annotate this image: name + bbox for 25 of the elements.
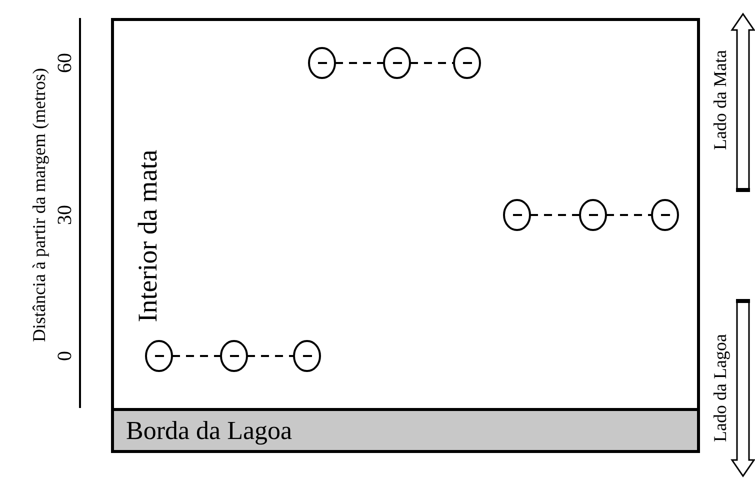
connector-line — [530, 214, 580, 216]
circle-marker — [453, 47, 481, 79]
axis-title: Distância à partir da margem (metros) — [30, 68, 48, 342]
circle-marker — [308, 47, 336, 79]
plot-frame — [111, 18, 700, 453]
circle-marker — [383, 47, 411, 79]
band-label: Borda da Lagoa — [126, 416, 292, 446]
circle-marker — [579, 199, 607, 231]
connector-line — [410, 62, 454, 64]
circle-marker — [503, 199, 531, 231]
connector-line — [335, 62, 384, 64]
connector-line — [172, 355, 221, 357]
connector-line — [606, 214, 652, 216]
circle-marker — [293, 340, 321, 372]
connector-line — [247, 355, 294, 357]
side-label: Lado da Lagoa — [711, 334, 729, 442]
circle-marker — [145, 340, 173, 372]
tick-label: 30 — [55, 205, 75, 225]
tick-label: 60 — [55, 53, 75, 73]
tick-label: 0 — [55, 351, 75, 361]
circle-marker — [651, 199, 679, 231]
side-label: Lado da Mata — [711, 50, 729, 150]
region-label: Interior da mata — [134, 150, 162, 322]
shore-band — [114, 408, 697, 450]
circle-marker — [220, 340, 248, 372]
